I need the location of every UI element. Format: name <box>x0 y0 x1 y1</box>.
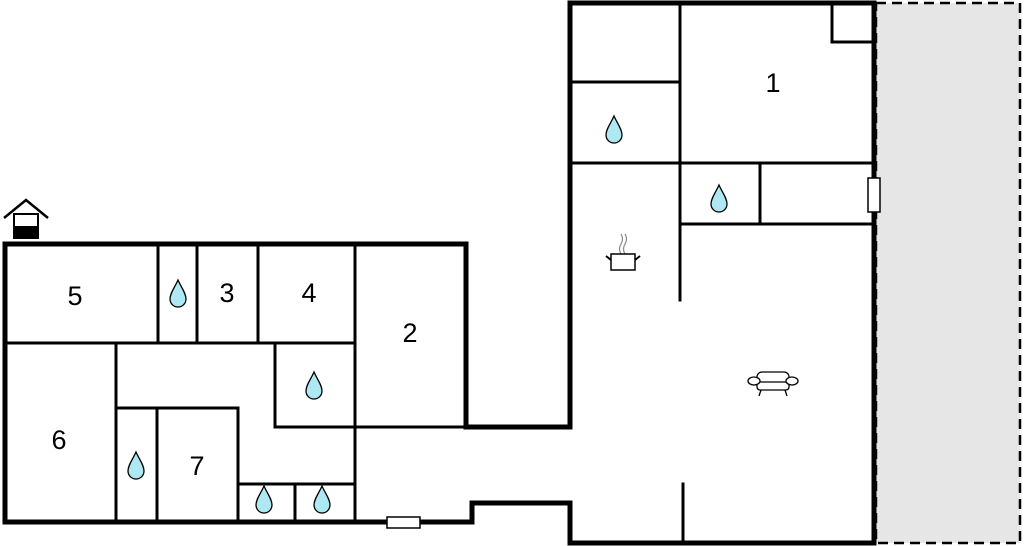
sofa-icon <box>747 371 799 397</box>
door-icon <box>386 516 421 529</box>
water-drop-icon <box>710 183 728 213</box>
water-drop-icon <box>305 370 323 400</box>
room-label-1: 1 <box>765 68 780 98</box>
room-label-5: 5 <box>67 281 82 311</box>
well-icon <box>3 198 49 239</box>
room-label-7: 7 <box>189 451 204 481</box>
water-drop-icon <box>605 114 623 144</box>
window-icon <box>867 177 881 213</box>
room-label-4: 4 <box>301 278 316 308</box>
room-label-2: 2 <box>402 318 417 348</box>
water-drop-icon <box>127 450 145 480</box>
water-drop-icon <box>313 484 331 514</box>
room-label-3: 3 <box>219 278 234 308</box>
terrace-area <box>874 1 1022 545</box>
water-drop-icon <box>255 484 273 514</box>
inner-walls <box>3 1 876 545</box>
water-drop-icon <box>169 278 187 308</box>
room-label-6: 6 <box>51 425 66 455</box>
cooking-pot-icon <box>605 233 641 271</box>
